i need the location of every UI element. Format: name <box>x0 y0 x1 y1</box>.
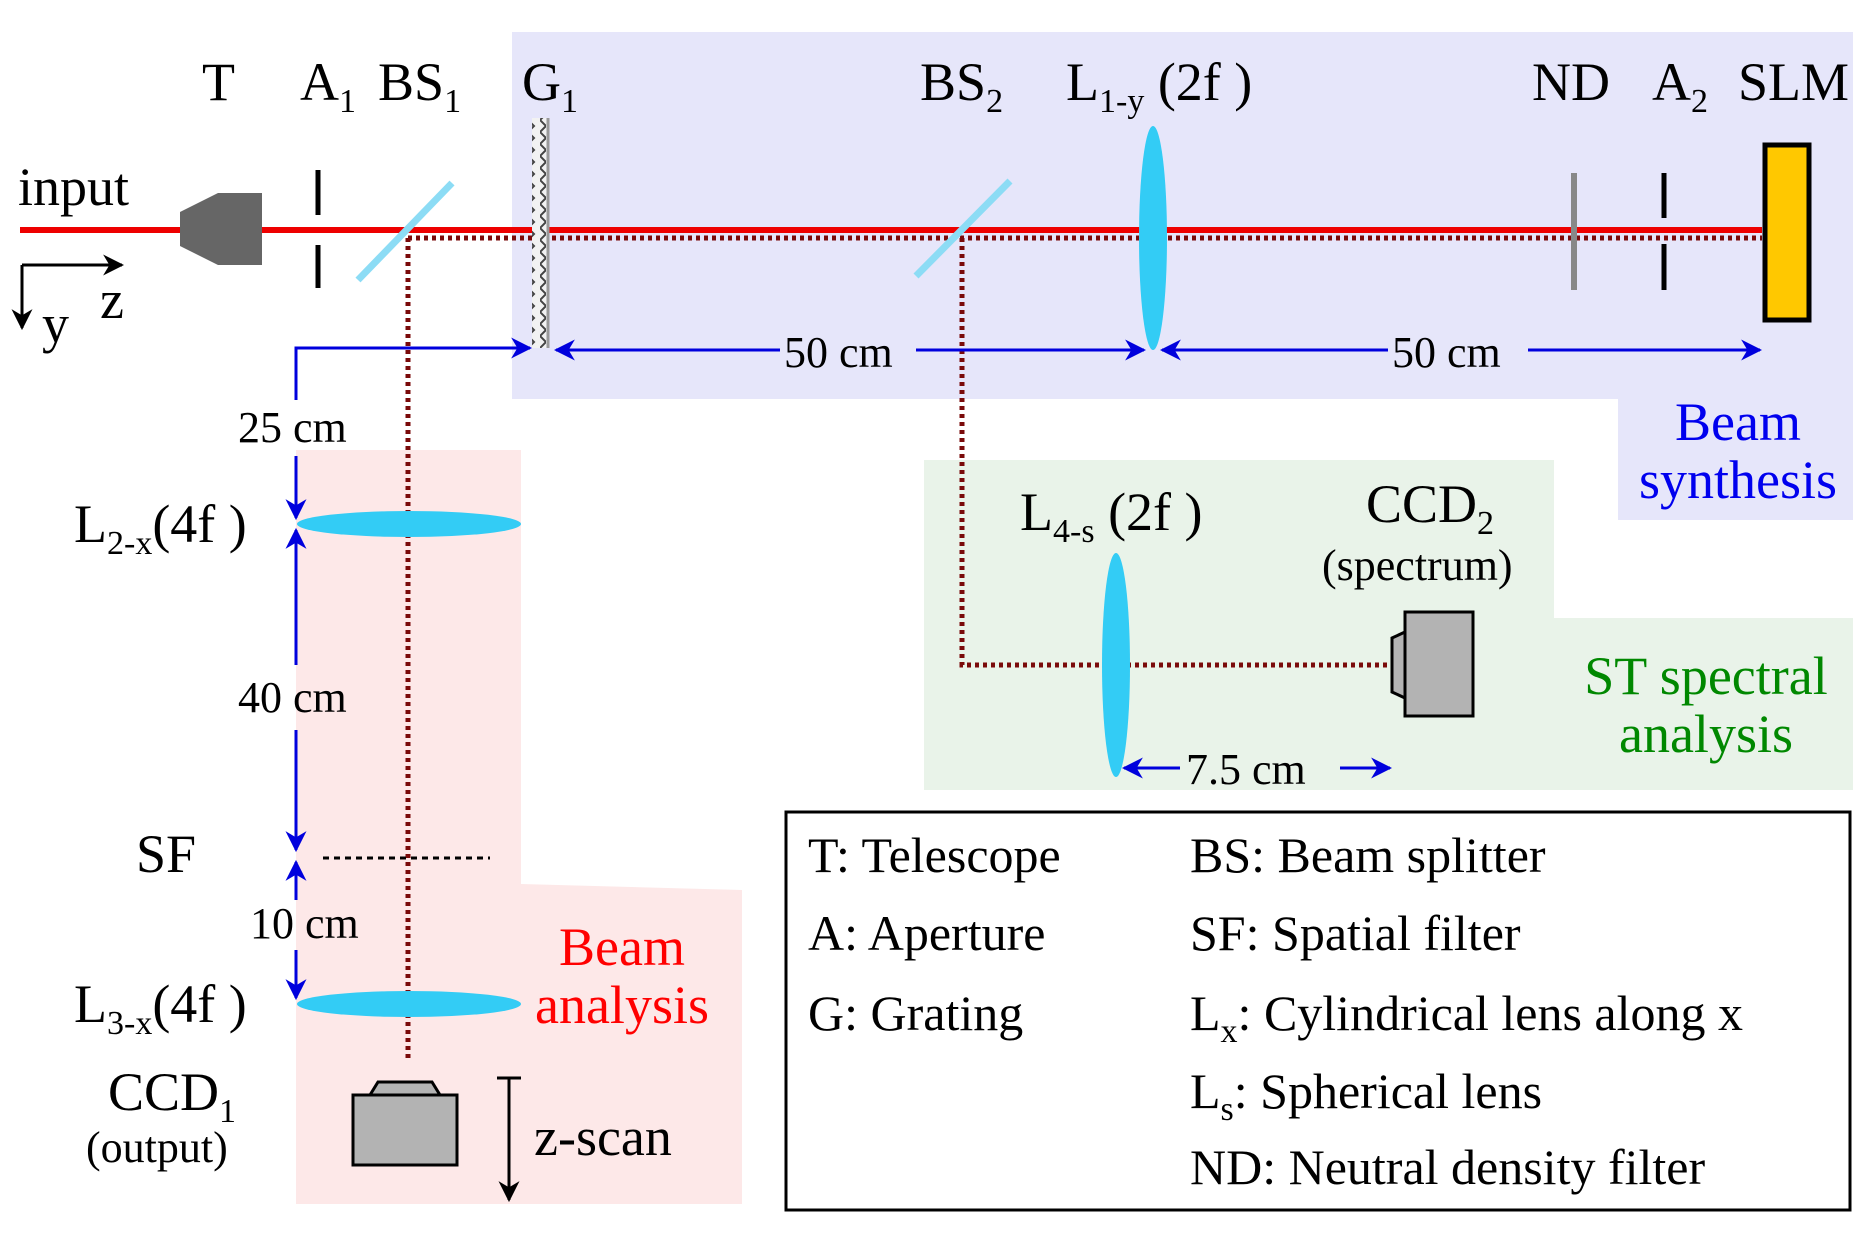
legend-spatial-filter: SF: Spatial filter <box>1190 905 1521 961</box>
label-input: input <box>18 157 129 217</box>
region-synthesis-title-1: Beam <box>1675 392 1801 452</box>
spectral-analysis-region <box>924 460 1853 790</box>
dim-label-75cm: 7.5 cm <box>1186 745 1306 794</box>
legend-grating: G: Grating <box>808 985 1023 1041</box>
region-analysis-title-2: analysis <box>535 975 709 1035</box>
dim-label-10cm: 10 cm <box>250 899 359 948</box>
lens-3-x <box>297 991 521 1017</box>
region-synthesis-title-2: synthesis <box>1639 450 1837 510</box>
region-analysis-title-1: Beam <box>559 917 685 977</box>
label-grating-1: G1 <box>522 52 578 120</box>
slm <box>1762 142 1812 323</box>
label-ccd-2: CCD2 <box>1366 474 1494 542</box>
region-spectral-title-1: ST spectral <box>1584 646 1827 706</box>
label-slm: SLM <box>1738 52 1849 112</box>
legend-nd-filter: ND: Neutral density filter <box>1190 1139 1705 1195</box>
legend-telescope: T: Telescope <box>808 827 1061 883</box>
lens-4-s <box>1102 553 1130 777</box>
label-aperture-2: A2 <box>1652 52 1708 120</box>
dim-label-25cm: 25 cm <box>238 403 347 452</box>
label-ccd-1-note: (output) <box>86 1123 228 1172</box>
legend-beam-splitter: BS: Beam splitter <box>1190 827 1546 883</box>
legend-aperture: A: Aperture <box>808 905 1045 961</box>
dim-label-40cm: 40 cm <box>238 673 347 722</box>
label-bs2: BS2 <box>920 52 1003 120</box>
ccd-1-body <box>351 1093 459 1167</box>
label-telescope: T <box>202 52 235 112</box>
label-ccd-1: CCD1 <box>108 1062 236 1130</box>
beam-splitter-2 <box>913 178 1013 279</box>
dim-label-l1-slm: 50 cm <box>1392 328 1501 377</box>
beam-analysis-region <box>296 450 742 1204</box>
grating-1-teeth <box>532 118 546 348</box>
label-ccd-2-note: (spectrum) <box>1322 541 1513 590</box>
dim-bracket-25cm <box>294 337 533 400</box>
label-bs1: BS1 <box>378 52 461 120</box>
dim-label-g1-l1: 50 cm <box>784 328 893 377</box>
beam-synthesis-region <box>512 32 1853 520</box>
ccd-2-body <box>1403 610 1475 718</box>
label-lens-1: L1-y (2f ) <box>1066 52 1252 120</box>
spectral-beam <box>959 238 1392 668</box>
label-lens-4: L4-s (2f ) <box>1020 482 1203 550</box>
label-nd: ND <box>1532 52 1610 112</box>
label-spatial-filter: SF <box>136 824 196 884</box>
telescope-icon <box>180 193 262 265</box>
label-axis-y: y <box>42 294 69 354</box>
label-z-scan: z-scan <box>534 1107 672 1167</box>
legend-cylindrical-lens: Lx: Cylindrical lens along x <box>1190 985 1743 1050</box>
label-lens-2: L2-x(4f ) <box>74 494 247 562</box>
legend-spherical-lens: Ls: Spherical lens <box>1190 1063 1542 1128</box>
label-lens-3: L3-x(4f ) <box>74 974 247 1042</box>
ccd-2-icon <box>1390 629 1407 701</box>
lens-2-x <box>297 511 521 537</box>
beam-splitter-1 <box>355 180 455 283</box>
lens-1-y <box>1139 126 1167 350</box>
label-aperture-1: A1 <box>300 52 356 120</box>
region-spectral-title-2: analysis <box>1619 704 1793 764</box>
legend-box <box>784 810 1852 1212</box>
ccd-1-icon <box>367 1080 443 1097</box>
label-axis-z: z <box>100 270 124 330</box>
